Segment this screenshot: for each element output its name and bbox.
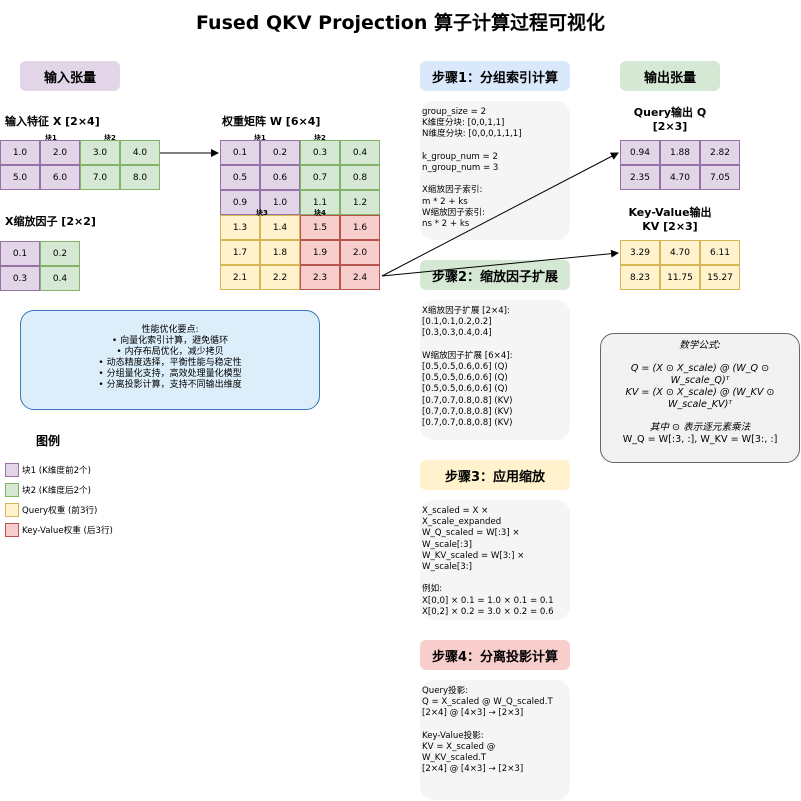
x-tensor-cell: 2.0 (40, 140, 80, 165)
input-tensor-header: 输入张量 (20, 61, 120, 91)
performance-item: • 内存布局优化，减少拷贝 (116, 347, 224, 357)
formula-note1: 其中 ⊙ 表示逐元素乘法 (649, 422, 751, 433)
legend-swatch-query (5, 503, 19, 517)
legend-item-query: Query权重 (前3行) (22, 506, 98, 516)
x-scale-cell: 0.1 (0, 241, 40, 266)
kv-output-cell: 8.23 (620, 265, 660, 290)
x-tensor-cell: 1.0 (0, 140, 40, 165)
arrow-to-q (381, 152, 619, 277)
w-tensor-cell: 0.8 (340, 165, 380, 190)
legend-item-block2: 块2 (K维度后2个) (22, 486, 91, 496)
x-tensor-cell: 8.0 (120, 165, 160, 190)
legend-item-kv: Key-Value权重 (后3行) (22, 526, 113, 536)
x-tensor-cell: 4.0 (120, 140, 160, 165)
w-tensor-cell: 1.3 (220, 215, 260, 240)
w-tensor-cell: 2.4 (340, 265, 380, 290)
x-scale-cell: 0.4 (40, 266, 80, 291)
x-tensor-cell: 5.0 (0, 165, 40, 190)
w-block4-label: 块4 (314, 209, 326, 217)
arrow-to-kv (381, 249, 619, 277)
w-tensor-cell: 1.5 (300, 215, 340, 240)
w-tensor-cell: 0.6 (260, 165, 300, 190)
legend-item-block1: 块1 (K维度前2个) (22, 466, 91, 476)
q-output-cell: 7.05 (700, 165, 740, 190)
w-tensor-cell: 0.5 (220, 165, 260, 190)
performance-item: • 动态精度选择，平衡性能与稳定性 (98, 358, 242, 368)
q-output-cell: 0.94 (620, 140, 660, 165)
w-tensor-cell: 0.7 (300, 165, 340, 190)
q-output-cell: 4.70 (660, 165, 700, 190)
w-tensor-cell: 0.1 (220, 140, 260, 165)
q-output-cell: 1.88 (660, 140, 700, 165)
w-block3-label: 块3 (256, 209, 268, 217)
x-scale-cell: 0.3 (0, 266, 40, 291)
w-tensor-cell: 1.8 (260, 240, 300, 265)
w-tensor-cell: 2.2 (260, 265, 300, 290)
formula-q-line1: Q = (X ⊙ X_scale) @ (W_Q ⊙ (630, 363, 770, 374)
q-output-cell: 2.82 (700, 140, 740, 165)
w-tensor-cell: 1.4 (260, 215, 300, 240)
w-tensor-cell: 1.9 (300, 240, 340, 265)
w-block2-label: 块2 (314, 134, 326, 142)
page-title: Fused QKV Projection 算子计算过程可视化 (196, 12, 605, 34)
w-tensor-label: 权重矩阵 W [6×4] (222, 115, 321, 128)
kv-output-cell: 15.27 (700, 265, 740, 290)
performance-item: • 分组量化支持，高效处理量化模型 (98, 369, 242, 379)
w-tensor-cell: 2.3 (300, 265, 340, 290)
formula-kv-line1: KV = (X ⊙ X_scale) @ (W_KV ⊙ (625, 387, 775, 398)
performance-title: 性能优化要点: (141, 325, 199, 335)
x-block2-label: 块2 (104, 134, 116, 142)
legend-swatch-kv (5, 523, 19, 537)
q-output-cell: 2.35 (620, 165, 660, 190)
performance-item: • 向量化索引计算，避免循环 (111, 336, 229, 346)
legend-swatch-block1 (5, 463, 19, 477)
x-tensor-cell: 7.0 (80, 165, 120, 190)
w-tensor-cell: 2.1 (220, 265, 260, 290)
kv-output-label: Key-Value输出 KV [2×3] (628, 206, 712, 233)
formula-q-line2: W_scale_Q)ᵀ (670, 375, 730, 386)
w-tensor-cell: 0.2 (260, 140, 300, 165)
formula-title: 数学公式: (679, 340, 721, 351)
step1-card: group_size = 2 K维度分块: [0,0,1,1] N维度分块: [… (420, 101, 570, 240)
w-tensor-cell: 1.6 (340, 215, 380, 240)
performance-notes: 性能优化要点: • 向量化索引计算，避免循环 • 内存布局优化，减少拷贝 • 动… (20, 310, 320, 410)
step4-card: Query投影: Q = X_scaled @ W_Q_scaled.T [2×… (420, 680, 570, 800)
x-tensor-label: 输入特征 X [2×4] (5, 115, 100, 128)
q-output-label: Query输出 Q [2×3] (633, 106, 707, 133)
w-tensor-cell: 1.1 (300, 190, 340, 215)
step2-card: X缩放因子扩展 [2×4]: [0.1,0.1,0.2,0.2] [0.3,0.… (420, 300, 570, 440)
kv-output-cell: 11.75 (660, 265, 700, 290)
w-tensor-cell: 0.4 (340, 140, 380, 165)
step3-header: 步骤3：应用缩放 (420, 460, 570, 490)
kv-output-cell: 6.11 (700, 240, 740, 265)
kv-output-cell: 4.70 (660, 240, 700, 265)
step1-header: 步骤1：分组索引计算 (420, 61, 570, 91)
math-formula-box: 数学公式: Q = (X ⊙ X_scale) @ (W_Q ⊙ W_scale… (600, 333, 800, 463)
w-block1-label: 块1 (254, 134, 266, 142)
w-tensor-cell: 1.0 (260, 190, 300, 215)
w-tensor-cell: 0.9 (220, 190, 260, 215)
w-tensor-cell: 2.0 (340, 240, 380, 265)
x-tensor-cell: 3.0 (80, 140, 120, 165)
x-scale-label: X缩放因子 [2×2] (5, 215, 96, 228)
w-tensor-cell: 1.2 (340, 190, 380, 215)
formula-note2: W_Q = W[:3, :], W_KV = W[3:, :] (622, 434, 778, 445)
formula-kv-line2: W_scale_KV)ᵀ (667, 399, 733, 410)
w-tensor-cell: 1.7 (220, 240, 260, 265)
x-tensor-cell: 6.0 (40, 165, 80, 190)
kv-output-cell: 3.29 (620, 240, 660, 265)
legend-title: 图例 (36, 434, 61, 448)
legend-swatch-block2 (5, 483, 19, 497)
output-tensor-header: 输出张量 (620, 61, 720, 91)
x-block1-label: 块1 (45, 134, 57, 142)
w-tensor-cell: 0.3 (300, 140, 340, 165)
x-scale-cell: 0.2 (40, 241, 80, 266)
step3-card: X_scaled = X × X_scale_expanded W_Q_scal… (420, 500, 570, 620)
performance-item: • 分离投影计算，支持不同输出维度 (98, 380, 242, 390)
step4-header: 步骤4：分离投影计算 (420, 640, 570, 670)
